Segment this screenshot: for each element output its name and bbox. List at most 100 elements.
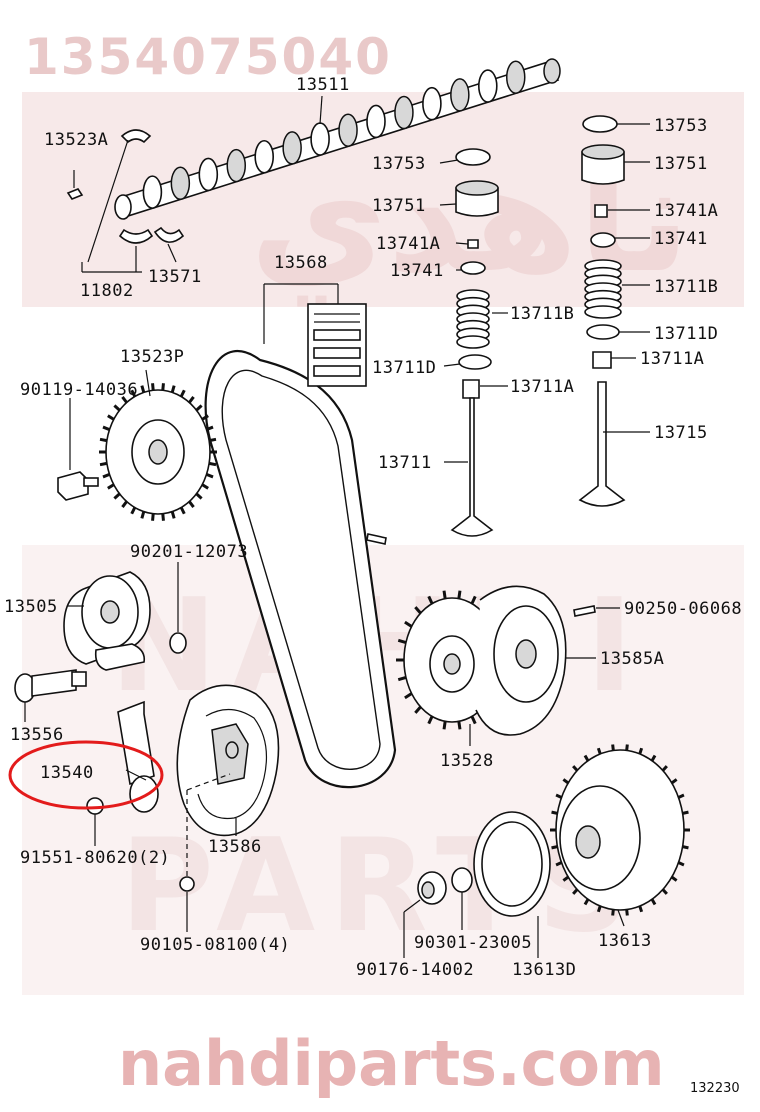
pulley-tooth	[625, 909, 629, 916]
pulley-tooth	[113, 492, 121, 500]
pulley-tooth	[170, 511, 176, 519]
crank-bolt	[417, 871, 447, 905]
cam-lobe	[310, 122, 330, 156]
pulley-tooth	[551, 845, 558, 850]
cam-lobe	[254, 139, 275, 174]
pulley-tooth	[551, 810, 558, 815]
pulley-tooth	[208, 461, 217, 467]
watermark-site: nahdiparts.com	[118, 1027, 665, 1100]
pulley-tooth	[562, 875, 570, 882]
pulley-tooth	[102, 472, 111, 479]
label-91551-80620: 91551-80620(2)	[20, 848, 170, 868]
pulley-tooth	[102, 425, 111, 432]
label-13711a-left: 13711A	[510, 377, 574, 397]
cam-lobe	[226, 148, 246, 183]
pulley-tooth	[179, 506, 186, 515]
label-90119-14036: 90119-14036	[20, 380, 138, 400]
pulley-tooth	[99, 461, 108, 467]
pulley-tooth	[195, 404, 203, 412]
pulley-tooth	[130, 389, 137, 398]
label-13613: 13613	[598, 931, 652, 951]
tension-spring	[117, 700, 159, 813]
pulley-tooth	[596, 747, 602, 755]
spring-coil	[456, 335, 490, 349]
spring-coil	[584, 305, 622, 319]
pulley-tooth	[205, 472, 214, 479]
cam-lobe	[282, 131, 302, 165]
pulley-tooth	[650, 754, 657, 762]
pulley-tooth	[140, 385, 146, 393]
label-13741a-right: 13741A	[654, 201, 718, 221]
bearing-shells	[66, 129, 185, 244]
label-13711a-right: 13711A	[640, 349, 704, 369]
label-13585a: 13585A	[600, 649, 664, 669]
pulley-tooth	[121, 396, 128, 404]
pulley-tooth	[670, 778, 678, 785]
pulley-tooth	[596, 905, 602, 913]
label-13511: 13511	[296, 75, 350, 95]
cam-lobe	[366, 104, 386, 139]
label-13711d-right: 13711D	[654, 324, 718, 344]
label-13741-left: 13741	[390, 261, 444, 281]
pulley-tooth	[682, 845, 689, 850]
label-13540: 13540	[40, 763, 94, 783]
pulley-tooth	[638, 905, 644, 913]
label-13715: 13715	[654, 423, 708, 443]
pulley-tooth	[188, 500, 195, 508]
pulley-tooth	[414, 705, 422, 714]
pulley-tooth	[404, 620, 413, 628]
pulley-tooth	[650, 898, 657, 906]
label-90250-06068: 90250-06068	[624, 599, 742, 619]
camshaft	[114, 58, 561, 220]
pulley-tooth	[397, 638, 407, 644]
camshaft-timing-pulley	[99, 383, 217, 521]
crankshaft-pulley-plate	[473, 811, 551, 917]
pulley-tooth	[611, 909, 615, 916]
label-13523a: 13523A	[44, 130, 108, 150]
highlight-ellipse	[8, 740, 164, 810]
crankshaft-timing-pulley	[396, 590, 508, 730]
dowel-pin	[366, 533, 387, 545]
belt-guide-plate	[176, 684, 280, 837]
pulley-tooth	[151, 383, 155, 391]
pulley-tooth	[661, 888, 668, 895]
oil-seal	[451, 867, 473, 893]
pulley-tooth	[397, 676, 407, 682]
cam-lobe	[506, 60, 526, 94]
label-13711b-right: 13711B	[654, 277, 718, 297]
pulley-tooth	[195, 492, 203, 500]
pulley-tooth	[151, 513, 155, 521]
pulley-tooth	[583, 754, 590, 762]
label-13613d: 13613D	[512, 960, 576, 980]
valve-train-right	[578, 115, 626, 507]
label-13528: 13528	[440, 751, 494, 771]
label-13753-right: 13753	[654, 116, 708, 136]
label-13711b-left: 13711B	[510, 304, 574, 324]
label-13741a-left: 13741A	[376, 234, 440, 254]
pulley-bolt	[57, 471, 99, 501]
valve-train-left	[450, 148, 499, 537]
cam-lobe	[198, 157, 219, 192]
label-13741-right: 13741	[654, 229, 708, 249]
pulley-tooth	[404, 692, 413, 700]
pulley-tooth	[625, 744, 629, 751]
pulley-tooth	[161, 513, 165, 521]
pulley-tooth	[140, 511, 146, 519]
pulley-tooth	[99, 437, 108, 443]
pulley-tooth	[470, 595, 477, 605]
cam-lobe	[394, 95, 414, 130]
belt-label-card	[307, 303, 367, 387]
part-labels: 13511 13523A 11802 13571 13568 13523P 90…	[4, 75, 742, 980]
pulley-tooth	[442, 590, 447, 599]
label-13751-left: 13751	[372, 196, 426, 216]
pulley-tooth	[179, 389, 186, 398]
pulley-tooth	[572, 765, 579, 772]
pulley-tooth	[201, 414, 209, 421]
pulley-tooth	[208, 437, 217, 443]
cam-lobe	[142, 175, 163, 209]
diagram-code: 132230	[690, 1081, 740, 1096]
pulley-tooth	[414, 606, 422, 615]
label-13751-right: 13751	[654, 154, 708, 174]
pulley-tooth	[161, 383, 165, 391]
